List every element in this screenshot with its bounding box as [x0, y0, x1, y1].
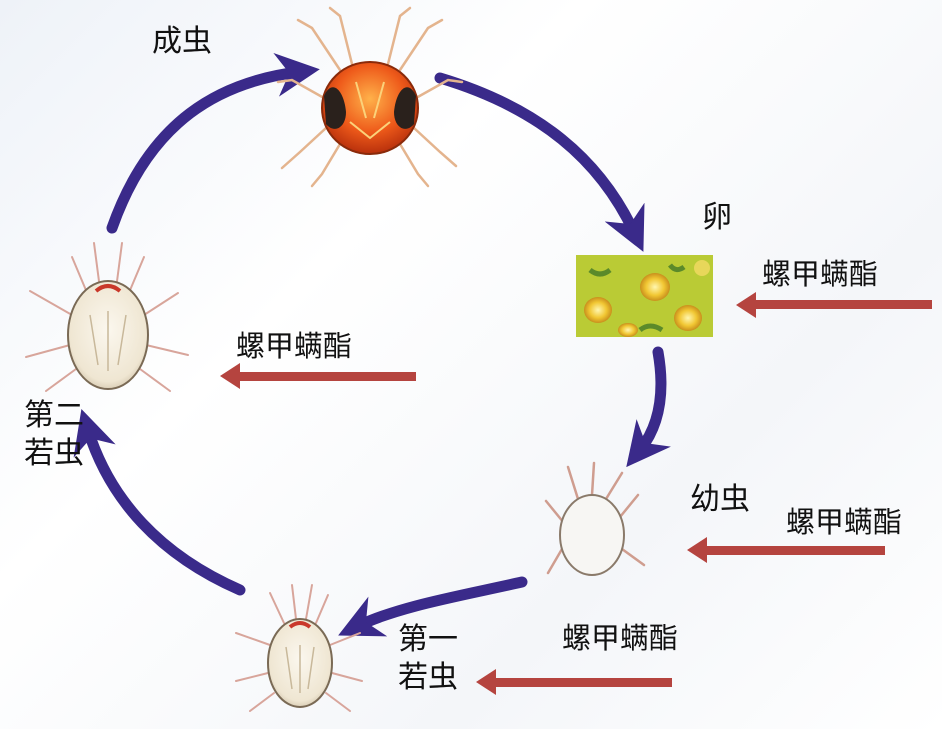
chemical-label-egg: 螺甲螨酯 [762, 257, 879, 291]
label-egg: 卵 [702, 200, 732, 235]
nymph2-mite-image [25, 242, 189, 392]
arrow-nymph2-to-adult [106, 52, 320, 234]
inhibit-arrow-nymph1 [476, 669, 672, 695]
arrow-larva-to-nymph1 [338, 576, 528, 637]
adult-mite-image [276, 6, 464, 188]
chemical-label-nymph1: 螺甲螨酯 [562, 621, 679, 655]
inhibit-arrow-larva [687, 537, 885, 563]
cycle-arrows [73, 52, 671, 637]
nymph1-mite-image [235, 584, 363, 712]
egg-image [576, 255, 713, 337]
inhibit-arrow-egg [736, 292, 932, 318]
label-nymph1-line2: 若虫 [398, 660, 458, 695]
label-larva: 幼虫 [690, 482, 750, 517]
chemical-label-larva: 螺甲螨酯 [786, 505, 903, 539]
arrow-nymph1-to-nymph2 [73, 409, 246, 596]
label-nymph2-line1: 第二 [24, 398, 84, 433]
arrow-adult-to-egg [434, 72, 645, 252]
label-adult: 成虫 [152, 24, 212, 59]
larva-mite-image [544, 461, 646, 576]
chemical-label-nymph2: 螺甲螨酯 [236, 329, 353, 363]
inhibit-arrows [220, 292, 932, 695]
arrow-egg-to-larva [626, 346, 671, 468]
inhibit-arrow-nymph2 [220, 363, 416, 389]
label-nymph1-line1: 第一 [398, 622, 458, 657]
label-nymph2-line2: 若虫 [24, 436, 84, 471]
